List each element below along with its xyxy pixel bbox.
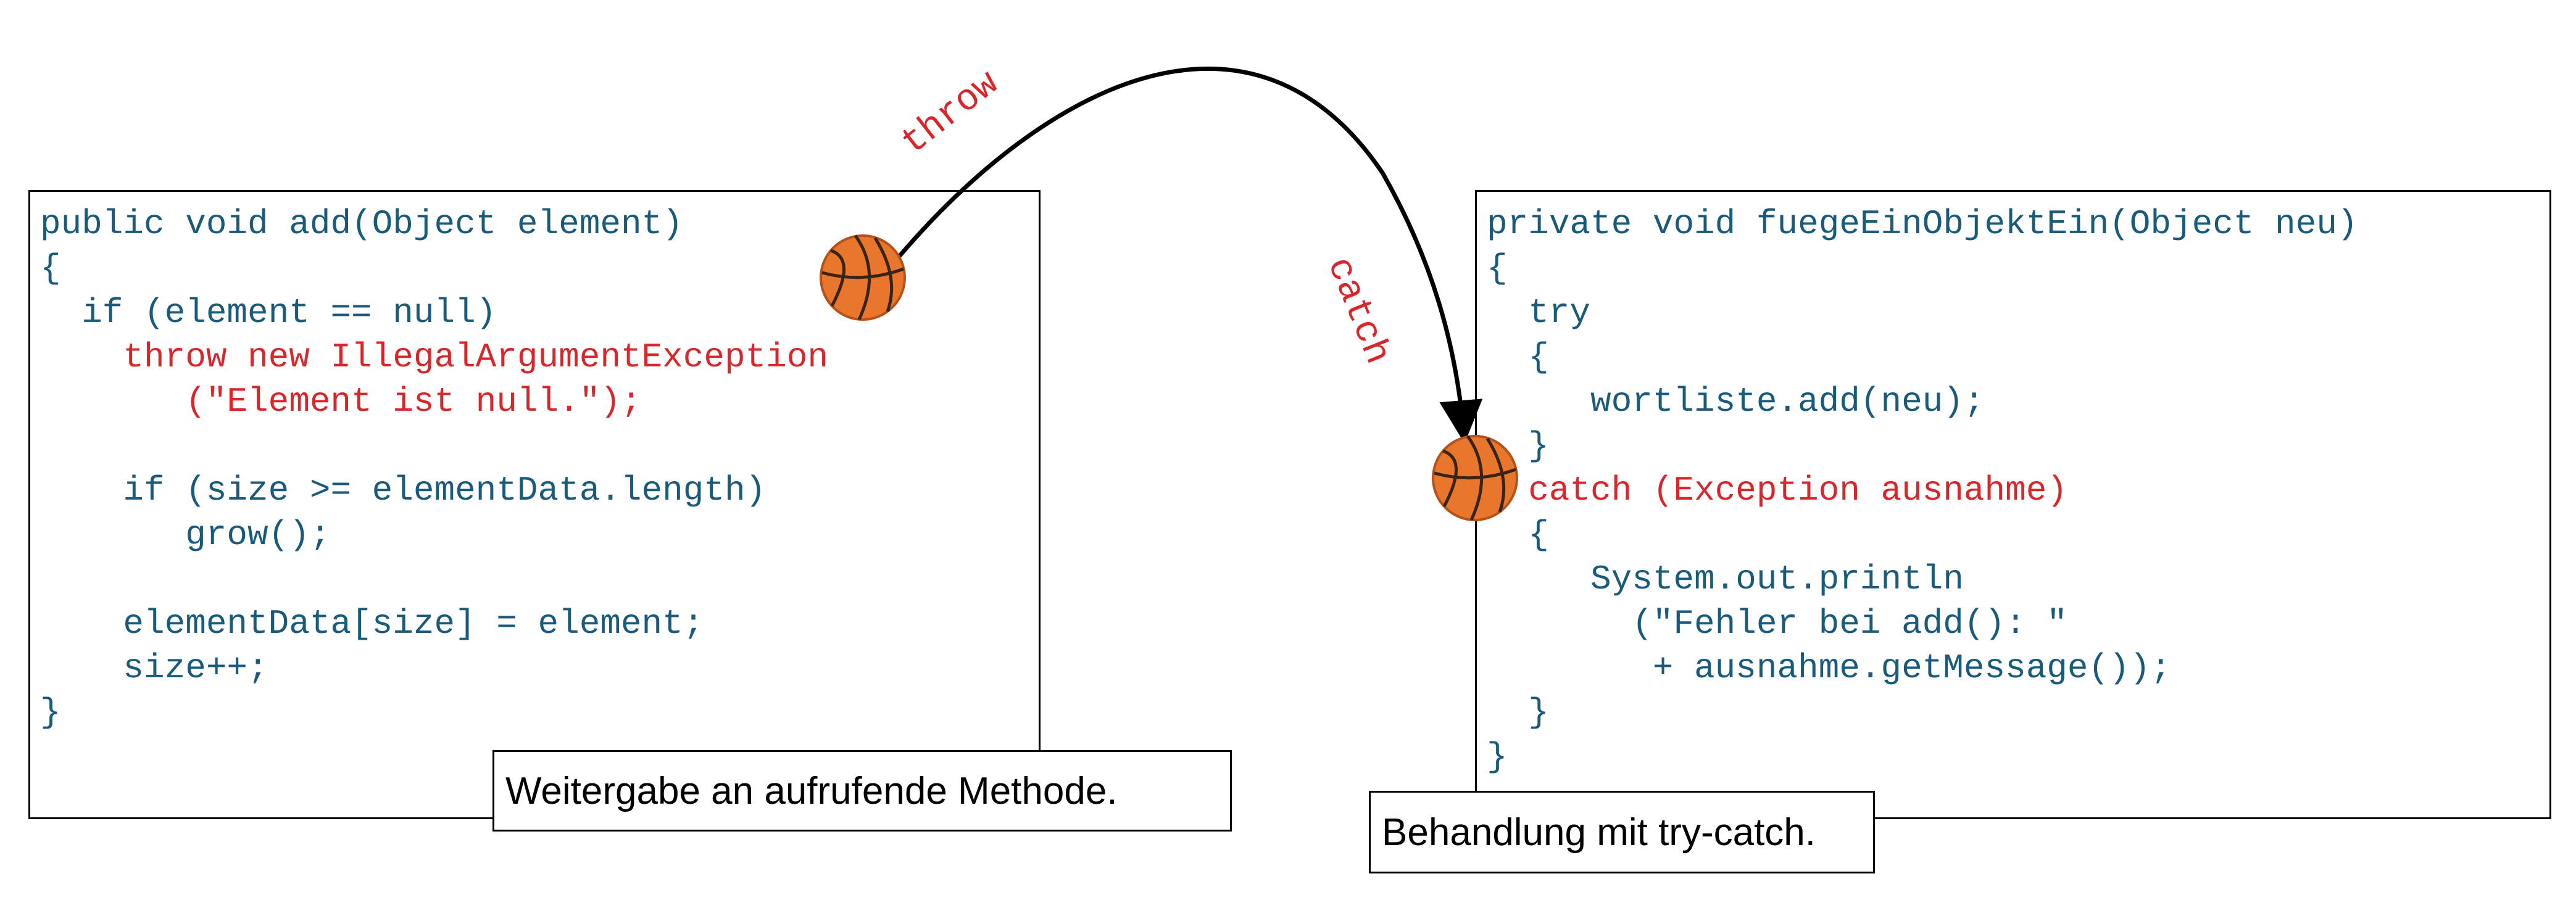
basketball-icon — [820, 234, 906, 321]
code-line: throw new IllegalArgumentException — [123, 337, 828, 377]
code-line: { — [1528, 337, 1549, 377]
arrow-path — [896, 66, 1483, 444]
code-line: { — [40, 249, 61, 288]
code-line: try — [1528, 293, 1591, 332]
code-line: } — [1487, 737, 1508, 777]
left-code-block: public void add(Object element) { if (elem… — [40, 202, 1028, 806]
right-code-block: private void fuegeEinObjektEin(Object ne… — [1487, 202, 2542, 806]
code-line: catch (Exception ausnahme) — [1528, 471, 2067, 510]
code-line: } — [40, 693, 61, 732]
code-line: { — [1487, 249, 1508, 288]
code-line: private void fuegeEinObjektEin(Object ne… — [1487, 204, 2358, 244]
code-line: } — [1528, 693, 1549, 732]
code-line: { — [1528, 515, 1549, 555]
code-line: public void add(Object element) — [40, 204, 683, 244]
code-line: if (element == null) — [81, 293, 497, 332]
left-caption: Weitergabe an aufrufende Methode. — [492, 750, 1232, 832]
basketball-icon — [1432, 435, 1518, 521]
code-line: ("Element ist null."); — [185, 382, 642, 421]
right-code-panel: private void fuegeEinObjektEin(Object ne… — [1475, 190, 2551, 819]
code-line: if (size >= elementData.length) — [123, 471, 767, 510]
right-caption: Behandlung mit try-catch. — [1369, 791, 1875, 873]
code-line: elementData[size] = element; — [123, 604, 704, 643]
code-line: size++; — [123, 648, 268, 688]
code-line: wortliste.add(neu); — [1590, 382, 1985, 421]
code-line: System.out.println — [1590, 559, 1964, 599]
code-line: grow(); — [185, 515, 331, 555]
code-line: ("Fehler bei add(): " — [1632, 604, 2067, 643]
code-line: } — [1528, 426, 1549, 466]
code-line: + ausnahme.getMessage()); — [1652, 648, 2171, 688]
